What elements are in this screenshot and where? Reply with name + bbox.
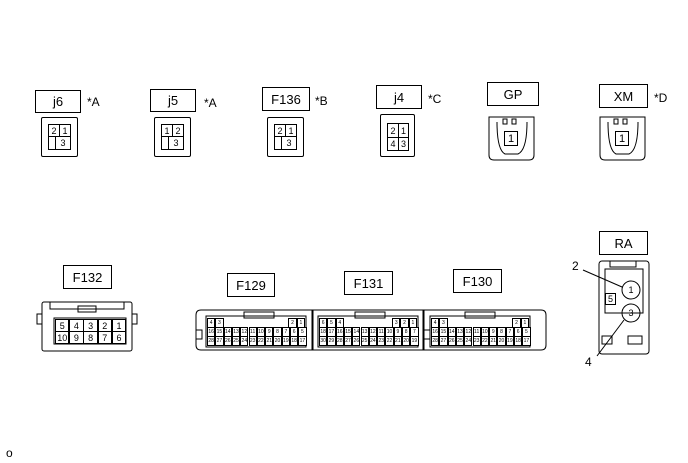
pin: 21 [393, 336, 402, 346]
pin: 30 [319, 336, 328, 346]
variant-note-j6: *A [87, 95, 100, 109]
variant-note-F136: *B [315, 94, 328, 108]
connector-label-F129: F129 [227, 273, 275, 297]
pin: 26 [223, 336, 232, 346]
pin: 23 [377, 336, 386, 346]
variant-note-j5: *A [204, 96, 217, 110]
pin: 24 [464, 336, 473, 346]
connector-j6: 2 1 3 [41, 117, 78, 157]
pin: 29 [327, 336, 336, 346]
figure-id: o [6, 446, 13, 460]
variant-note-j4: *C [428, 92, 442, 106]
pin: 1 [504, 131, 518, 146]
pin: 6 [111, 331, 127, 344]
connector-label-F136: F136 [262, 87, 310, 111]
pin: 28 [335, 336, 344, 346]
pin: 23 [248, 336, 257, 346]
pin: 27 [343, 336, 353, 346]
pin: 3 [628, 308, 634, 318]
pin: 19 [505, 336, 514, 346]
callout-label: 4 [585, 355, 592, 369]
pin: 25 [455, 336, 465, 346]
connector-label-j4: j4 [376, 85, 422, 109]
pin: 3 [55, 136, 71, 150]
pin: 5 [605, 293, 616, 305]
pin: 25 [360, 336, 369, 346]
pin: 1 [628, 285, 634, 295]
pin: 24 [368, 336, 378, 346]
pin: 3 [281, 136, 297, 150]
pin: 17 [522, 336, 531, 346]
pin: 26 [352, 336, 361, 346]
pin: 20 [273, 336, 282, 346]
connector-label-F131: F131 [344, 271, 393, 295]
pin: 27 [215, 336, 224, 346]
pin: 21 [265, 336, 274, 346]
pin: 22 [480, 336, 490, 346]
pin: 23 [472, 336, 481, 346]
connector-j5: 1 2 3 [154, 117, 191, 157]
pin: 3 [83, 319, 98, 332]
pin: 25 [231, 336, 241, 346]
pin: 3 [168, 136, 184, 150]
connector-label-F132: F132 [63, 265, 112, 289]
pin: 8 [83, 331, 98, 344]
pin: 19 [281, 336, 290, 346]
pin: 7 [97, 331, 112, 344]
connector-label-RA: RA [599, 231, 648, 255]
pin: 18 [514, 336, 523, 346]
connector-label-F130: F130 [453, 269, 502, 293]
connector-label-j5: j5 [150, 89, 196, 112]
callout-label: 2 [572, 259, 579, 273]
pin: 24 [240, 336, 249, 346]
pin: 18 [290, 336, 299, 346]
pin: 20 [402, 336, 411, 346]
pin: 28 [207, 336, 216, 346]
pin: 3 [398, 137, 409, 151]
pin: 28 [431, 336, 440, 346]
pin: 19 [410, 336, 419, 346]
pin: 9 [69, 331, 84, 344]
pin: 17 [298, 336, 307, 346]
pin: 10 [55, 331, 70, 344]
pin: 27 [439, 336, 448, 346]
connector-j4: 2 1 4 3 [380, 114, 415, 157]
pin: 26 [447, 336, 456, 346]
connector-label-GP: GP [487, 82, 539, 106]
connector-F136: 2 1 3 [267, 117, 304, 157]
pin: 22 [256, 336, 266, 346]
pin: 1 [615, 131, 629, 146]
variant-note-XM: *D [654, 91, 668, 105]
connector-label-XM: XM [599, 84, 648, 108]
connector-label-j6: j6 [35, 90, 81, 113]
pin: 21 [489, 336, 498, 346]
pin: 22 [385, 336, 394, 346]
pin: 20 [497, 336, 506, 346]
